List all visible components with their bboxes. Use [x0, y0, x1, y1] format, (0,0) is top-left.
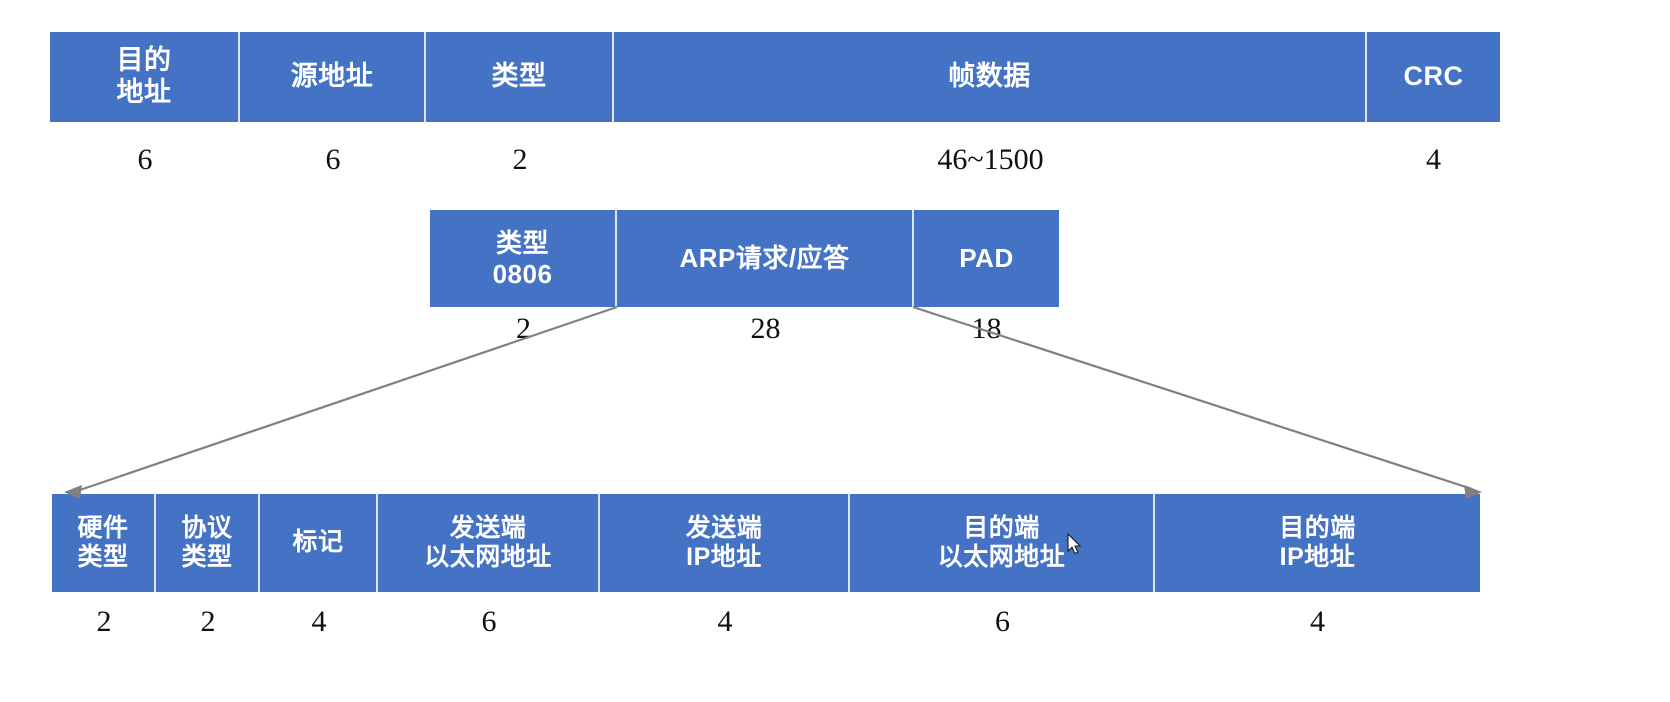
field-label-line1: 协议 — [181, 513, 233, 542]
size-label: 6 — [481, 605, 497, 638]
ethernet-frame-size-labels: 6 6 2 46~1500 4 — [50, 143, 1500, 177]
field-label-line1: 源地址 — [290, 61, 374, 92]
field-label-line2: IP地址 — [686, 543, 762, 571]
size-label: 2 — [512, 143, 528, 176]
field-label-line1: ARP请求/应答 — [679, 243, 850, 274]
arp-field-hardware-type: 硬件 类型 — [52, 494, 156, 592]
field-label-line2: 以太网地址 — [937, 543, 1066, 571]
size-label: 4 — [1310, 605, 1325, 638]
field-label-line1: 目的 — [116, 45, 172, 76]
arp-packet-size-labels: 2 2 4 6 4 6 4 — [52, 605, 1480, 639]
field-label-line1: 目的端 — [963, 513, 1040, 542]
field-label-line1: PAD — [959, 243, 1014, 274]
ethernet-field-destination-address: 目的 地址 — [50, 32, 240, 122]
field-label-line1: CRC — [1403, 61, 1464, 92]
arp-field-sender-ip-address: 发送端 IP地址 — [600, 494, 850, 592]
field-label-line2: 地址 — [116, 77, 172, 107]
ethernet-field-frame-data: 帧数据 — [614, 32, 1367, 122]
arp-field-flag: 标记 — [260, 494, 378, 592]
field-label-line1: 类型 — [491, 61, 547, 92]
field-label-line1: 硬件 — [77, 513, 129, 542]
arp-packet-row: 硬件 类型 协议 类型 标记 发送端 以太网地址 发送端 IP地址 — [52, 494, 1480, 592]
field-label-line1: 发送端 — [685, 513, 763, 542]
arp-field-target-ethernet-address: 目的端 以太网地址 — [850, 494, 1155, 592]
frame-data-detail-size-labels: 2 28 18 — [430, 312, 1059, 346]
size-label: 6 — [995, 605, 1010, 638]
ethernet-frame-row: 目的 地址 源地址 类型 帧数据 CRC — [50, 32, 1500, 122]
field-label-line2: 类型 — [77, 543, 129, 571]
frame-data-field-arp-request-reply: ARP请求/应答 — [617, 210, 914, 307]
size-label: 6 — [325, 143, 341, 176]
field-label-line1: 类型 — [495, 227, 549, 258]
field-label-line1: 标记 — [292, 528, 344, 557]
ethernet-field-crc: CRC — [1367, 32, 1500, 122]
arp-field-target-ip-address: 目的端 IP地址 — [1155, 494, 1480, 592]
field-label-line2: 0806 — [492, 258, 553, 289]
field-label-line1: 目的端 — [1279, 513, 1356, 542]
size-label: 4 — [1426, 143, 1441, 176]
frame-data-field-pad: PAD — [914, 210, 1059, 307]
frame-data-field-type-0806: 类型 0806 — [430, 210, 617, 307]
size-label: 46~1500 — [937, 143, 1044, 176]
size-label: 4 — [311, 605, 327, 638]
field-label-line2: 以太网地址 — [424, 543, 552, 571]
ethernet-field-source-address: 源地址 — [240, 32, 426, 122]
size-label: 28 — [750, 312, 781, 345]
field-label-line2: 类型 — [181, 543, 233, 571]
ethernet-field-type: 类型 — [426, 32, 614, 122]
field-label-line2: IP地址 — [1279, 543, 1356, 571]
size-label: 2 — [200, 605, 216, 638]
frame-data-detail-row: 类型 0806 ARP请求/应答 PAD — [430, 210, 1059, 307]
field-label-line1: 帧数据 — [948, 61, 1031, 92]
field-label-line1: 发送端 — [449, 513, 527, 542]
size-label: 6 — [137, 143, 153, 176]
size-label: 18 — [971, 312, 1002, 345]
size-label: 4 — [717, 605, 733, 638]
size-label: 2 — [516, 312, 531, 345]
arp-field-sender-ethernet-address: 发送端 以太网地址 — [378, 494, 600, 592]
size-label: 2 — [96, 605, 112, 638]
arp-field-protocol-type: 协议 类型 — [156, 494, 260, 592]
